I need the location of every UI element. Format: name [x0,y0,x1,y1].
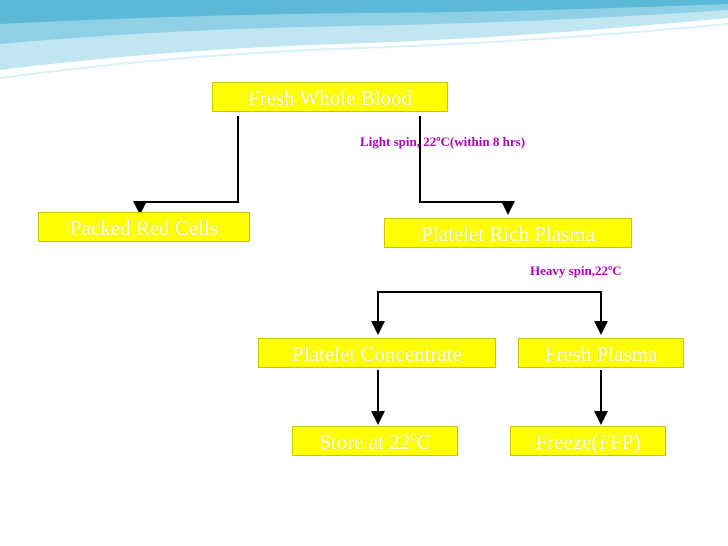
note-heavy-spin: Heavy spin,22ºC [530,263,622,278]
node-freeze-ffp: Freeze(FFP) [510,426,666,456]
node-fresh-plasma: Fresh Plasma [518,338,684,368]
node-store-at-22c: Store at 22ºC [292,426,458,456]
node-packed-red-cells: Packed Red Cells [38,212,250,242]
connector-whole-blood-to-red-cells [133,116,239,215]
node-fresh-whole-blood: Fresh Whole Blood [212,82,448,112]
node-platelet-rich-plasma: Platelet Rich Plasma [384,218,632,248]
wave-highlight-line [0,23,728,79]
note-light-spin: Light spin, 22ºC(within 8 hrs) [360,134,526,149]
node-platelet-concentrate: Platelet Concentrate [258,338,496,368]
connector-whole-blood-to-platelet-rich-plasma [419,116,515,215]
decorative-wave-banner [0,0,728,79]
wave-dark-band [0,0,728,24]
